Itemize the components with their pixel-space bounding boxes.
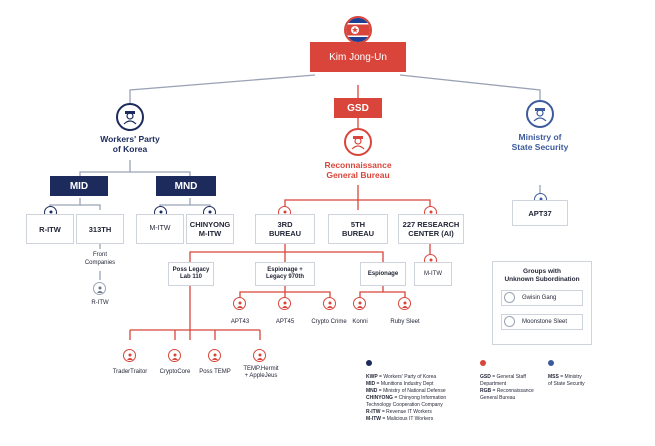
ruby-sleet-icon: [398, 297, 411, 310]
313th-box: 313TH: [76, 214, 124, 244]
poss-legacy-box: Poss Legacy Lab 110: [168, 262, 214, 286]
front-companies-label: Front Companies: [84, 252, 116, 266]
apt45-icon: [278, 297, 291, 310]
poss-temp-icon: [208, 349, 221, 362]
227-research-box: 227 RESEARCH CENTER (AI): [398, 214, 464, 244]
gwisin-gang-row: Gwisin Gang: [501, 290, 583, 306]
rgb-label: Reconnaissance General Bureau: [324, 160, 392, 180]
kwp-label: Workers' Party of Korea: [100, 134, 160, 154]
legend-dot-blue: [548, 360, 554, 366]
3rd-bureau-box: 3RD BUREAU: [255, 214, 315, 244]
m-itw-227-label: M-ITW: [424, 271, 442, 277]
apt43-label: APT43: [230, 319, 250, 325]
gsd-label: GSD: [347, 102, 369, 114]
mss-officer-icon: [526, 100, 554, 128]
chinyong-label: CHINYONG M-ITW: [189, 220, 231, 238]
trader-traitor-label: TraderTraitor: [112, 369, 148, 375]
espionage-970-box: Espionage + Legacy 970th: [255, 262, 315, 286]
5th-bureau-box: 5TH BUREAU: [328, 214, 388, 244]
apt45-label: APT45: [275, 319, 295, 325]
3rd-bureau-label: 3RD BUREAU: [268, 220, 302, 238]
crypto-crime-label: Crypto Crime: [311, 319, 347, 325]
unknown-subordination-title: Groups with Unknown Subordination: [504, 268, 580, 283]
m-itw-label: M-ITW: [149, 225, 171, 232]
mnd-box: MND: [156, 176, 216, 196]
apt37-box: APT37: [512, 200, 568, 226]
crypto-crime-icon: [323, 297, 336, 310]
apt43-icon: [233, 297, 246, 310]
leader-box: Kim Jong-Un: [310, 42, 406, 72]
m-itw-box: M-ITW: [136, 214, 184, 244]
moonstone-sleet-label: Moonstone Sleet: [522, 319, 568, 325]
313th-label: 313TH: [88, 224, 112, 234]
apt37-label: APT37: [528, 208, 552, 218]
chinyong-box: CHINYONG M-ITW: [186, 214, 234, 244]
227-research-label: 227 RESEARCH CENTER (AI): [402, 220, 460, 238]
legend-dot-navy: [366, 360, 372, 366]
legend-dot-red: [480, 360, 486, 366]
mss-label: Ministry of State Security: [511, 132, 569, 152]
r-itw-small-label: R-ITW: [91, 300, 109, 306]
moonstone-sleet-row: Moonstone Sleet: [501, 314, 583, 330]
konni-icon: [353, 297, 366, 310]
gsd-box: GSD: [334, 98, 382, 118]
konni-label: Konni: [352, 319, 368, 325]
gwisin-gang-label: Gwisin Gang: [522, 295, 557, 301]
temp-hermit-label: TEMP.Hermit + AppleJeus: [243, 366, 279, 379]
ruby-sleet-label: Ruby Sleet: [390, 319, 420, 325]
poss-temp-label: Poss TEMP: [199, 369, 231, 375]
mid-box: MID: [50, 176, 108, 196]
m-itw-227-box: M-ITW: [414, 262, 452, 286]
espionage-970-label: Espionage + Legacy 970th: [265, 267, 305, 280]
espionage-label: Espionage: [367, 271, 399, 277]
espionage-box: Espionage: [360, 262, 406, 286]
gwisin-gang-icon: [504, 292, 515, 303]
mnd-label: MND: [174, 180, 198, 192]
r-itw-label: R-ITW: [39, 224, 61, 234]
kwp-officer-icon: [116, 103, 144, 131]
poss-legacy-label: Poss Legacy Lab 110: [172, 267, 210, 280]
trader-traitor-icon: [123, 349, 136, 362]
cryptocore-label: CryptoCore: [159, 369, 191, 375]
north-korea-flag-icon: [344, 16, 372, 44]
cryptocore-icon: [168, 349, 181, 362]
moonstone-sleet-icon: [504, 316, 515, 327]
temp-hermit-icon: [253, 349, 266, 362]
unknown-subordination-box: Groups with Unknown Subordination Gwisin…: [492, 261, 592, 345]
leader-label: Kim Jong-Un: [329, 51, 387, 63]
rgb-officer-icon: [344, 128, 372, 156]
mid-label: MID: [69, 180, 89, 192]
r-itw-small-icon: [93, 282, 106, 295]
5th-bureau-label: 5TH BUREAU: [341, 220, 375, 238]
r-itw-box: R-ITW: [26, 214, 74, 244]
